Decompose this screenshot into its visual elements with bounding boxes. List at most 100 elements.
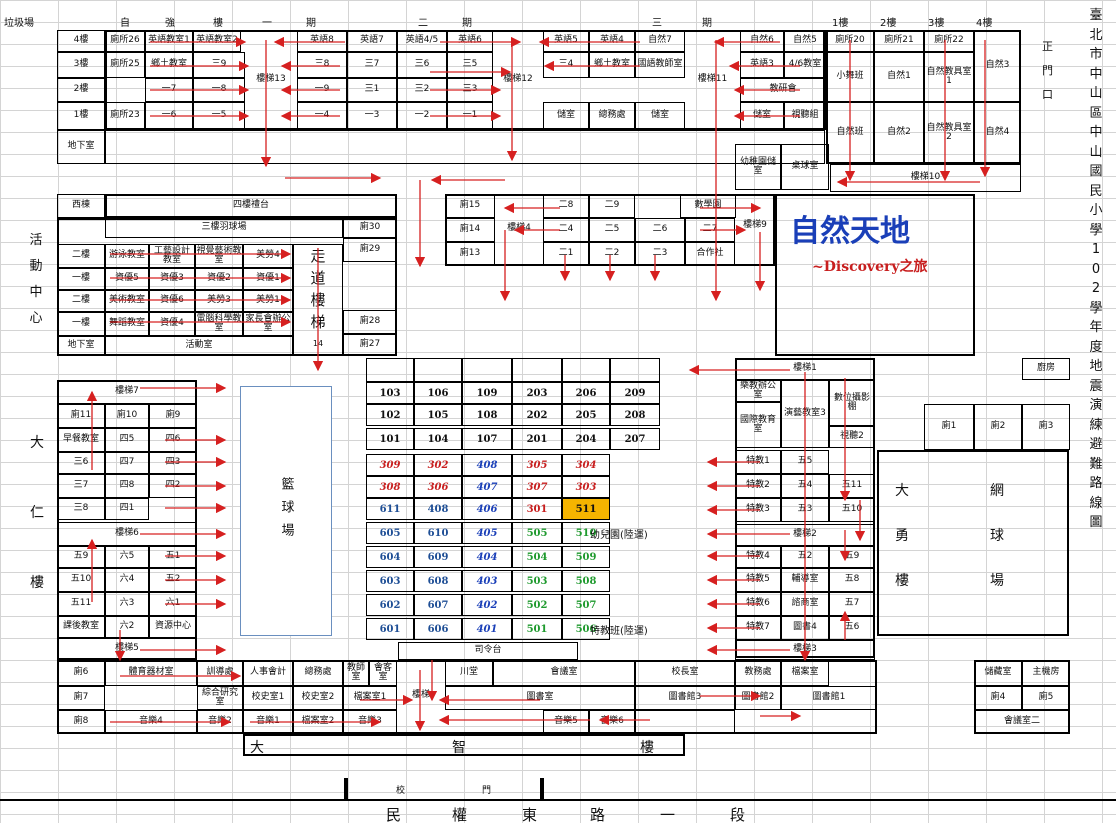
gate-post-left — [344, 778, 348, 800]
grid-header-cell — [610, 358, 660, 382]
classroom-510: 510 — [562, 522, 610, 544]
classroom-104: 104 — [414, 428, 462, 450]
room: 六2 — [105, 616, 149, 638]
room: 五11 — [829, 474, 875, 498]
room: 國際教育室 — [735, 402, 781, 448]
room: 二9 — [589, 194, 635, 218]
room: 家長會辦公室 — [243, 312, 293, 336]
room: 自然教具室2 — [924, 102, 974, 164]
room: 廁8 — [57, 710, 105, 734]
room: 六3 — [105, 592, 149, 616]
room: 活動室 — [105, 336, 293, 356]
room: 音樂6 — [589, 710, 635, 734]
room: 美勞4 — [243, 244, 293, 268]
room: 英語8 — [297, 30, 347, 52]
classroom-407: 407 — [462, 476, 512, 498]
classroom-505: 505 — [512, 522, 562, 544]
tennis-label: 網 — [990, 483, 1004, 499]
room: 地下室 — [57, 336, 105, 356]
brand-title: 自然天地 — [790, 214, 910, 249]
room: 儲藏室 — [974, 660, 1022, 686]
room: 自然3 — [974, 30, 1021, 102]
room: 二樓 — [57, 244, 105, 268]
room: 三1 — [347, 78, 397, 102]
classroom-604: 604 — [366, 546, 414, 568]
header-san: 三 — [652, 18, 662, 29]
room: 校史室1 — [243, 686, 293, 710]
room: 自然5 — [784, 30, 826, 52]
stairs-10: 樓梯10 — [830, 164, 1021, 192]
room: 廁28 — [343, 310, 397, 334]
room: 二2 — [589, 242, 635, 266]
room: 圖書館3 — [635, 686, 735, 710]
room: 川堂 — [445, 660, 493, 686]
room: 五10 — [57, 568, 105, 592]
header-qi1: 期 — [306, 18, 316, 29]
classroom-508: 508 — [562, 570, 610, 592]
room: 廁6 — [57, 660, 105, 686]
room: 五11 — [57, 592, 105, 616]
room: 一樓 — [57, 268, 105, 290]
classroom-506: 506 — [562, 618, 610, 640]
room: 五9 — [57, 546, 105, 568]
room: 英語6 — [447, 30, 493, 52]
room: 四1 — [105, 498, 149, 520]
classroom-307: 307 — [512, 476, 562, 498]
floor-label: 地下室 — [57, 130, 105, 164]
classroom-301: 301 — [512, 498, 562, 520]
room: 二3 — [635, 242, 685, 266]
classroom-601: 601 — [366, 618, 414, 640]
room: 四8 — [105, 474, 149, 498]
classroom-107: 107 — [462, 428, 512, 450]
room: 四5 — [105, 428, 149, 452]
classroom-105: 105 — [414, 404, 462, 426]
classroom-305: 305 — [512, 454, 562, 476]
room: 資源中心 — [149, 616, 197, 638]
room: 國語教師室 — [635, 52, 685, 78]
classroom-611: 611 — [366, 498, 414, 520]
room: 三4 — [543, 52, 589, 78]
classroom-504: 504 — [512, 546, 562, 568]
main-gate-label: 正 — [1042, 40, 1053, 53]
basketball-court: 籃球場 — [240, 386, 332, 636]
gate-post-right — [540, 778, 544, 800]
room: 廚房 — [1022, 358, 1070, 380]
room: 鄉土教室 — [589, 52, 635, 78]
room: 廁5 — [1022, 686, 1070, 710]
tennis-label: 球 — [990, 528, 1004, 544]
header-qi3: 期 — [702, 18, 712, 29]
classroom-602: 602 — [366, 594, 414, 616]
header-f1: 1樓 — [832, 18, 849, 29]
classroom-201: 201 — [512, 428, 562, 450]
dazhi-label-bar — [243, 734, 685, 756]
room: 三6 — [57, 452, 105, 474]
room: 樂教辦公室 — [735, 380, 781, 402]
room: 數位攝影棚 — [829, 380, 875, 426]
room: 總務處 — [293, 660, 343, 686]
classroom-408: 408 — [462, 454, 512, 476]
classroom-511: 511 — [562, 498, 610, 520]
dayong-label: 勇 — [895, 528, 909, 544]
room: 視聽2 — [829, 426, 875, 448]
header-zi: 自 — [120, 18, 130, 29]
tennis-court — [877, 450, 1069, 636]
room: 六4 — [105, 568, 149, 592]
grid-header-cell — [414, 358, 462, 382]
room: 廁7 — [57, 686, 105, 710]
room: 二1 — [543, 242, 589, 266]
stairs-11: 樓梯11 — [697, 74, 728, 85]
room: 合作社 — [685, 242, 735, 266]
classroom-203: 203 — [512, 382, 562, 404]
classroom-103: 103 — [366, 382, 414, 404]
room: 廁所23 — [105, 102, 145, 130]
floor-label: 4樓 — [57, 30, 105, 52]
room: 體育器材室 — [105, 660, 197, 686]
room: 廁15 — [445, 194, 495, 218]
room: 廁所26 — [105, 30, 145, 52]
classroom-605: 605 — [366, 522, 414, 544]
classroom-603: 603 — [366, 570, 414, 592]
grid-header-cell — [366, 358, 414, 382]
classroom-102: 102 — [366, 404, 414, 426]
room: 五10 — [829, 498, 875, 522]
